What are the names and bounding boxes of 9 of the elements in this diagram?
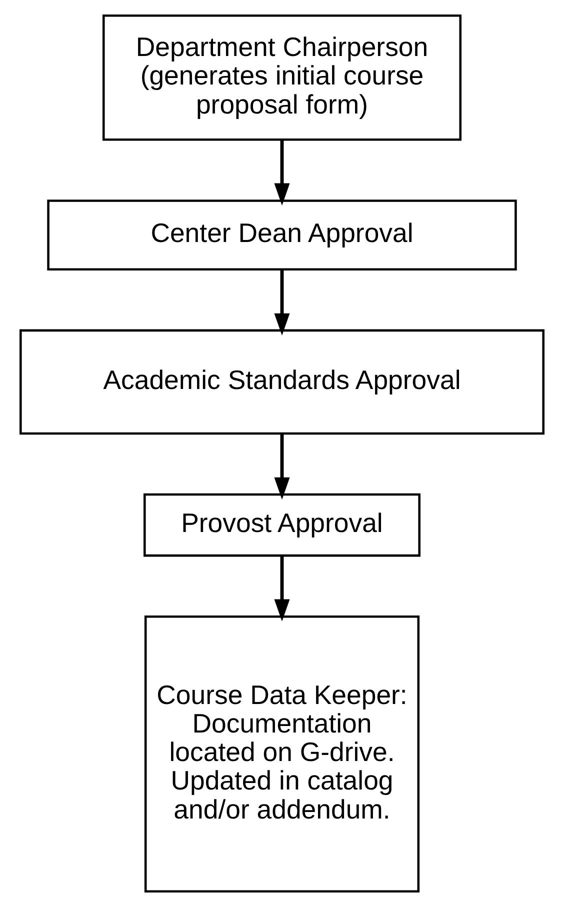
node-box: Department Chairperson (generates initial course proposal form): [102, 14, 462, 141]
node-box: Academic Standards Approval: [19, 329, 545, 435]
node-box: Center Dean Approval: [47, 200, 517, 271]
node-box: Course Data Keeper: Documentation located on G-drive. Updated in catalog and/or addendum.: [144, 615, 420, 892]
arrow: [274, 269, 290, 336]
arrow: [274, 434, 290, 500]
arrow: [274, 556, 290, 622]
arrow: [274, 140, 290, 206]
node-box: Provost Approval: [144, 493, 420, 557]
